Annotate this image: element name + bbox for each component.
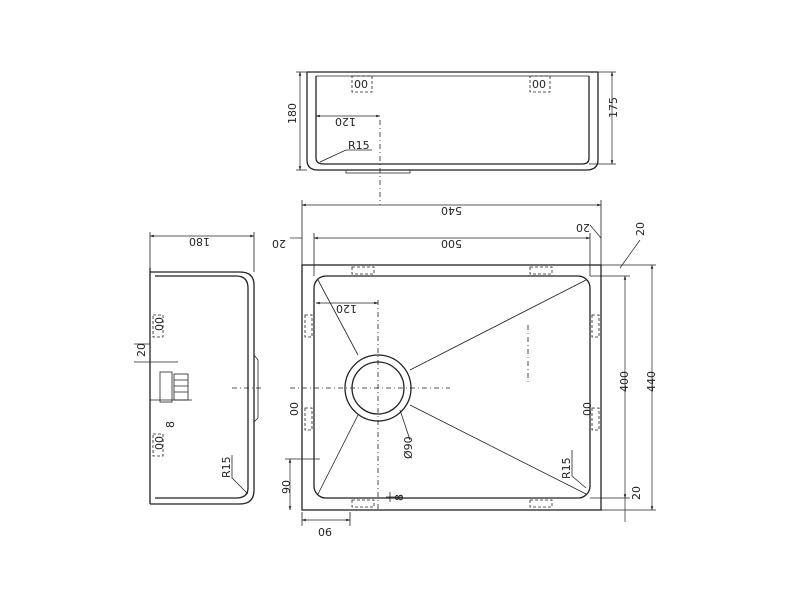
side-clip-bottom-label: 00	[153, 436, 166, 450]
side-section-view: 180 00 00 20 8 R15	[134, 232, 262, 505]
plan-clip-top-right	[529, 266, 553, 275]
plan-clip-left-top	[304, 314, 313, 338]
plan-r15-leader	[571, 450, 587, 489]
drain-diameter-leader	[399, 409, 411, 441]
side-dim-20-label: 20	[135, 343, 148, 357]
top-dim-120-label: 120	[335, 115, 356, 128]
top-r15-label: R15	[348, 139, 370, 152]
plan-dim-540-label: 540	[441, 204, 462, 217]
plan-small-mark: 8	[393, 494, 406, 501]
side-r15-leader	[231, 455, 249, 495]
fold-line-top-right	[409, 279, 587, 371]
plan-dim-400-label: 400	[618, 371, 631, 392]
side-r15-label: R15	[220, 456, 233, 478]
drain-diameter-label: Ø90	[402, 436, 415, 459]
plan-clip-right-top	[591, 314, 600, 338]
side-small-mark: 8	[164, 421, 177, 428]
plan-dim-right-20-label: 20	[576, 221, 590, 234]
plan-clip-top-left	[351, 266, 375, 275]
plan-dim-bottom-20-label: 20	[630, 486, 643, 500]
plan-outer-rim	[301, 264, 602, 511]
top-dim-175-label: 175	[607, 97, 620, 118]
plan-dim-440-label: 440	[645, 371, 658, 392]
plan-clip-left-bottom	[304, 407, 313, 431]
plan-dim-120-label: 120	[336, 302, 357, 315]
side-dim-180-label: 180	[189, 235, 210, 248]
plan-r15-label: R15	[560, 457, 573, 479]
top-view-drain-bump	[345, 170, 411, 174]
plan-clip-bottom-left	[351, 499, 375, 508]
side-view-outer-profile	[150, 271, 255, 505]
plan-dim-left-20-label: 20	[272, 237, 286, 250]
plan-view: 00 00 540 500 20 20 20 400 440 20 120	[272, 200, 658, 538]
plan-dim-right-20-line	[589, 224, 602, 239]
plan-small-dim	[386, 492, 402, 502]
top-clip-left-label: 00	[354, 77, 368, 90]
top-dim-175-ext	[589, 71, 616, 165]
fold-line-bottom-right	[409, 404, 587, 495]
top-clip-left	[351, 75, 373, 93]
plan-dim-500-label: 500	[441, 237, 462, 250]
top-clip-right	[529, 75, 551, 93]
side-view-drain	[253, 354, 259, 423]
top-r15-leader	[319, 149, 372, 163]
plan-inner-bowl	[313, 275, 591, 499]
top-clip-right-label: 00	[532, 77, 546, 90]
plan-dim-90-horizontal-ext	[301, 512, 351, 526]
side-dim-180-ext	[149, 232, 255, 272]
side-view-inner-profile	[155, 275, 249, 499]
plan-dim-440-ext	[601, 264, 656, 511]
plan-dim-500-ext	[313, 233, 591, 276]
side-clip-top	[152, 314, 164, 338]
fold-line-bottom-left	[317, 414, 359, 495]
fold-line-top-left	[317, 279, 359, 356]
plan-dim-540-ext	[301, 200, 602, 265]
side-waste-fitting	[150, 371, 192, 403]
plan-dim-400-ext	[590, 275, 630, 499]
plan-clip-right-label: 00	[581, 402, 594, 416]
plan-clip-right-bottom	[591, 407, 600, 431]
plan-dim-90-vertical-label: 90	[280, 480, 293, 494]
plan-clip-bottom-right	[529, 499, 553, 508]
side-clip-top-label: 00	[153, 317, 166, 331]
plan-dim-top-20-leader	[619, 239, 641, 269]
top-dim-180-label: 180	[286, 103, 299, 124]
side-clip-bottom	[152, 433, 164, 457]
plan-dim-top-20-label: 20	[634, 222, 647, 236]
top-dim-180-ext	[296, 71, 307, 171]
top-section-view: 00 00 180 175 120 R15	[286, 71, 620, 205]
top-view-inner-profile	[315, 76, 590, 165]
plan-clip-left-label: 00	[288, 402, 301, 416]
side-dim-20-line	[134, 343, 178, 363]
plan-dim-90-horizontal-label: 90	[318, 525, 332, 538]
